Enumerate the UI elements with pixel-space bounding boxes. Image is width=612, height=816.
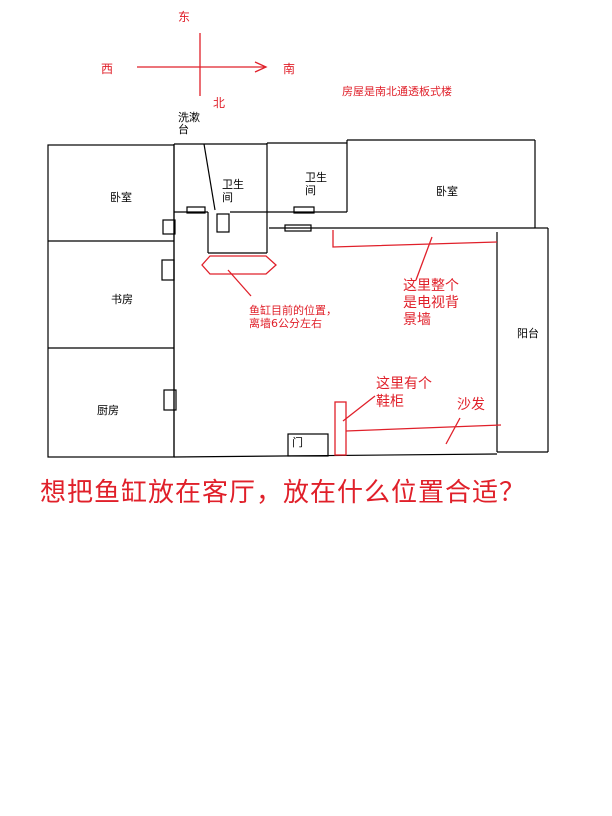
compass-east-label: 东	[178, 10, 190, 24]
door-stub-kitchen	[163, 389, 177, 411]
note-shoe-cabinet: 这里有个	[376, 375, 432, 392]
label-bedroom-left: 卧室	[110, 190, 132, 204]
label-study: 书房	[111, 293, 133, 306]
question-text: 想把鱼缸放在客厅，放在什么位置合适？	[40, 478, 527, 508]
tv-wall-mark	[332, 230, 498, 248]
compass-north-label: 北	[213, 96, 225, 110]
label-bathroom-left-1: 卫生	[222, 177, 244, 191]
sofa-mark	[345, 424, 502, 432]
note-shoe-cabinet-line2: 鞋柜	[376, 394, 404, 410]
note-shoe-cabinet-2: 鞋柜	[376, 394, 404, 410]
note-shoe-cabinet-1: 这里有个	[376, 375, 432, 392]
compass-arrow-icon	[254, 61, 268, 73]
label-bathroom-right-line2: 间	[305, 184, 316, 197]
annotation-marks	[201, 230, 502, 456]
house-note: 房屋是南北通透板式楼	[342, 84, 452, 98]
door-box	[287, 433, 329, 457]
compass	[137, 33, 268, 96]
label-wash-basin-2: 台	[178, 122, 189, 136]
fish-tank-marker	[201, 255, 277, 275]
tv-wall-pointer	[415, 236, 433, 281]
label-wash-basin-line2: 台	[178, 122, 189, 136]
note-fish-tank-2: 离墙6公分左右	[249, 316, 322, 330]
note-tv-wall-line2: 是电视背	[403, 295, 459, 311]
note-tv-wall: 这里整个	[403, 277, 459, 294]
compass-south-label: 南	[283, 61, 295, 76]
label-bathroom-left: 卫生	[222, 177, 244, 191]
note-tv-wall-2: 是电视背	[403, 295, 459, 311]
wall-stub-basin	[216, 213, 230, 233]
label-bathroom-right-2: 间	[305, 184, 316, 197]
wall-stub-wash	[186, 206, 206, 214]
label-balcony: 阳台	[517, 326, 539, 340]
fish-tank-pointer	[227, 269, 252, 297]
door-stub-bedroom	[162, 219, 176, 235]
note-sofa: 沙发	[457, 397, 485, 413]
note-tv-wall-1: 这里整个	[403, 277, 459, 294]
door-stub-study	[161, 259, 175, 281]
note-fish-tank-1: 鱼缸目前的位置，	[249, 303, 337, 317]
label-bathroom-left-line2: 间	[222, 191, 233, 204]
label-wash-basin: 洗漱	[178, 111, 200, 124]
sofa-pointer	[445, 417, 461, 445]
note-tv-wall-line3: 景墙	[403, 312, 431, 328]
shoe-cabinet-pointer	[342, 395, 376, 422]
label-bathroom-right-1: 卫生	[305, 170, 327, 184]
label-kitchen: 厨房	[97, 404, 119, 417]
note-tv-wall-3: 景墙	[403, 312, 431, 328]
label-bathroom-left-2: 间	[222, 191, 233, 204]
label-door: 门	[292, 435, 303, 449]
note-fish-tank: 鱼缸目前的位置，	[249, 303, 337, 317]
wall-stub-bath-right	[293, 206, 315, 214]
shoe-cabinet-mark	[334, 401, 347, 456]
compass-west-label: 西	[101, 62, 113, 76]
label-bathroom-right: 卫生	[305, 170, 327, 184]
label-wash-basin-1: 洗漱	[178, 111, 200, 124]
label-bedroom-right: 卧室	[436, 184, 458, 198]
note-fish-tank-line2: 离墙6公分左右	[249, 316, 322, 330]
wall-stub-bath	[284, 224, 312, 232]
wall-wash-divider	[203, 143, 216, 211]
walls	[47, 139, 549, 458]
